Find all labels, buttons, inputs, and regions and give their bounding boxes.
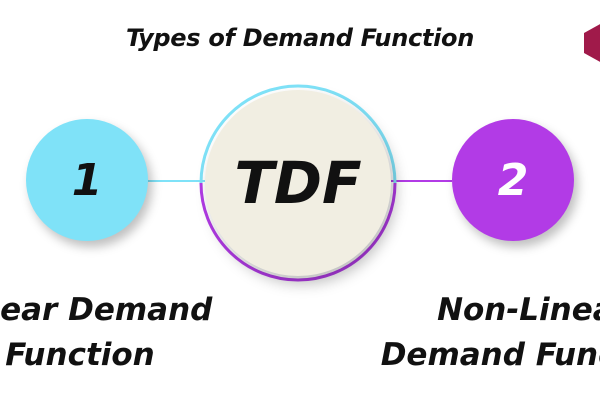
node-1-label-line1: Linear Demand xyxy=(0,292,213,328)
diagram-title: Types of Demand Function xyxy=(125,24,475,52)
node-2-label-line1: Non-Linear xyxy=(437,292,600,328)
hexagon-logo-icon xyxy=(578,23,600,63)
node-2-number: 2 xyxy=(497,154,529,206)
center-ring-bottom xyxy=(199,182,397,282)
node-1-label: Linear Demand Function xyxy=(0,288,285,378)
node-2-circle: 2 xyxy=(452,119,574,241)
center-circle: TDF xyxy=(205,90,391,276)
node-2-label-line2: Demand Function xyxy=(380,336,600,373)
node-2-label: Non-Linear Demand Function xyxy=(328,288,600,378)
center-ring-top xyxy=(199,84,397,184)
node-1-label-line2: Function xyxy=(5,336,155,373)
node-1-number: 1 xyxy=(71,154,103,206)
node-1-circle: 1 xyxy=(26,119,148,241)
center-label: TDF xyxy=(234,149,362,217)
